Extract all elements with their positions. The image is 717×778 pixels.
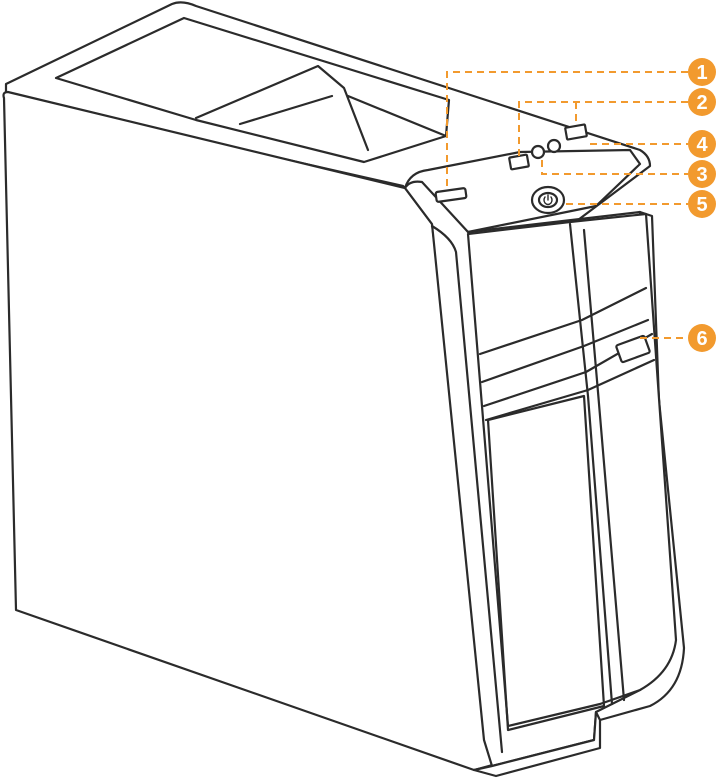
tower-case bbox=[4, 2, 685, 776]
callout-2: 2 bbox=[688, 88, 716, 116]
svg-text:2: 2 bbox=[696, 92, 707, 114]
audio-jack-headphone bbox=[532, 146, 544, 158]
callout-badges: 1 2 4 3 5 6 bbox=[688, 58, 716, 352]
svg-text:1: 1 bbox=[696, 62, 707, 84]
svg-text:5: 5 bbox=[696, 194, 707, 216]
audio-jack-microphone bbox=[548, 140, 560, 152]
usb-port-right bbox=[565, 124, 587, 139]
svg-text:3: 3 bbox=[696, 164, 707, 186]
svg-text:4: 4 bbox=[696, 134, 708, 156]
usb-port-left bbox=[509, 155, 529, 170]
callout-1: 1 bbox=[688, 58, 716, 86]
callout-3: 3 bbox=[688, 160, 716, 188]
callout-4: 4 bbox=[688, 130, 716, 158]
callout-5: 5 bbox=[688, 190, 716, 218]
callout-6: 6 bbox=[688, 324, 716, 352]
svg-text:6: 6 bbox=[696, 328, 707, 350]
